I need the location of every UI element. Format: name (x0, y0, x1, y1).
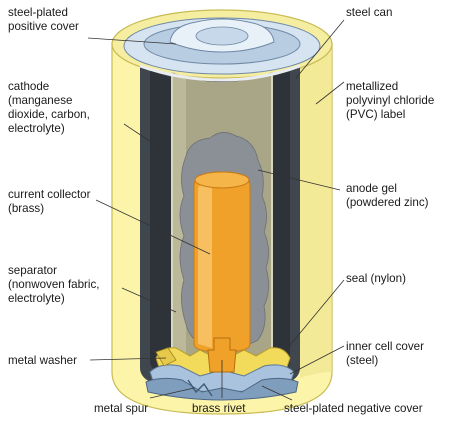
label-line: metal washer (8, 354, 77, 367)
leader-seal (285, 279, 345, 351)
leader-metal-washer (89, 357, 167, 361)
label-metal-washer: metal washer (8, 354, 77, 368)
label-seal: seal (nylon) (346, 272, 406, 286)
label-steel-plated-negative-cover: steel-plated negative cover (284, 402, 423, 416)
current-collector-top (194, 171, 250, 189)
label-line: (nonwoven fabric, (8, 278, 100, 291)
leader-cathode (123, 123, 161, 149)
label-line: seal (nylon) (346, 272, 406, 285)
label-pvc-label: metallized polyvinyl chloride (PVC) labe… (346, 80, 434, 122)
label-line: separator (8, 264, 57, 277)
label-line: anode gel (346, 182, 397, 195)
brass-rivet (207, 337, 237, 373)
label-line: (PVC) label (346, 108, 406, 121)
leader-inner-cell-cover (289, 345, 345, 375)
leader-pvc-label (315, 81, 345, 105)
metal-spur (187, 379, 213, 397)
label-metal-spur: metal spur (94, 402, 148, 416)
label-line: inner cell cover (346, 340, 424, 353)
label-steel-plated-positive-cover: steel-plated positive cover (8, 6, 79, 34)
label-line: (manganese (8, 94, 73, 107)
positive-cover-center (195, 26, 249, 46)
top-cut-edge (139, 64, 301, 82)
leader-steel-can (295, 19, 345, 79)
label-line: (powdered zinc) (346, 196, 429, 209)
leader-lines (87, 19, 345, 401)
label-line: metallized (346, 80, 399, 93)
label-line: electrolyte) (8, 122, 65, 135)
leader-negative-cover (261, 385, 293, 401)
leader-anode-gel (257, 169, 341, 191)
label-line: electrolyte) (8, 292, 65, 305)
label-cathode: cathode (manganese dioxide, carbon, elec… (8, 80, 90, 136)
label-line: (brass) (8, 202, 45, 215)
label-line: polyvinyl chloride (346, 94, 435, 107)
label-line: brass rivet (192, 402, 246, 415)
label-brass-rivet: brass rivet (192, 402, 245, 416)
label-current-collector: current collector (brass) (8, 188, 90, 216)
leader-metal-spur (149, 387, 195, 399)
metal-washer (155, 347, 177, 367)
leader-separator (121, 287, 177, 313)
label-line: (steel) (346, 354, 379, 367)
label-line: positive cover (8, 20, 79, 33)
label-anode-gel: anode gel (powdered zinc) (346, 182, 428, 210)
label-line: steel-plated (8, 6, 68, 19)
label-line: cathode (8, 80, 50, 93)
label-line: steel-plated negative cover (284, 402, 423, 415)
label-line: dioxide, carbon, (8, 108, 90, 121)
label-separator: separator (nonwoven fabric, electrolyte) (8, 264, 100, 306)
current-collector-highlight (198, 178, 212, 348)
label-steel-can: steel can (346, 6, 392, 20)
label-line: metal spur (94, 402, 149, 415)
leader-current-collector (95, 199, 211, 255)
label-line: current collector (8, 188, 91, 201)
leader-positive-cover (87, 37, 177, 45)
label-inner-cell-cover: inner cell cover (steel) (346, 340, 424, 368)
pvc-label-shade (300, 44, 332, 378)
label-line: steel can (346, 6, 393, 19)
